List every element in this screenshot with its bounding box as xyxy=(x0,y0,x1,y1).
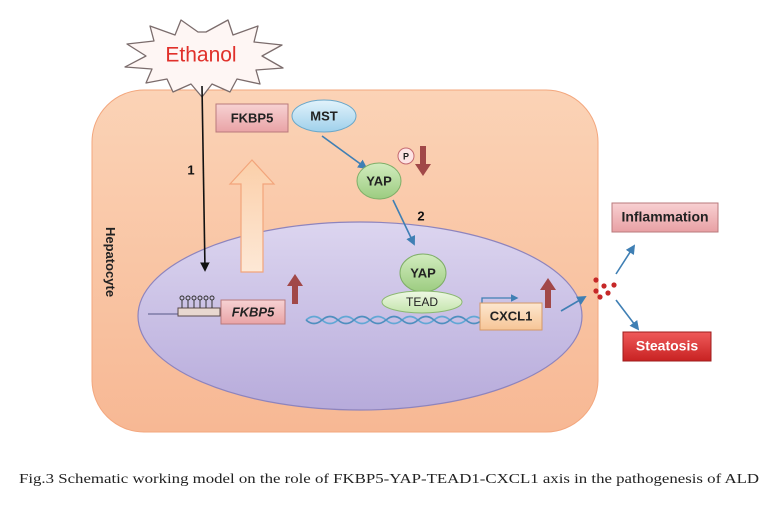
to-steatosis-arrow xyxy=(615,299,640,331)
mst-label: MST xyxy=(310,108,338,123)
yap-cytoplasm-label: YAP xyxy=(366,173,392,188)
fkbp5-gene-box xyxy=(220,299,286,325)
fkbp5-gene-label: FKBP5 xyxy=(232,304,275,319)
chemokine-dots xyxy=(593,277,617,300)
step-2-label: 2 xyxy=(417,208,424,223)
yap-nucleus-label: YAP xyxy=(410,265,436,280)
steatosis-box xyxy=(622,331,712,362)
mst-to-yap-arrow xyxy=(321,135,368,170)
secretion-arrow xyxy=(560,296,587,312)
fkbp5-gene-up-arrow xyxy=(287,274,303,304)
expression-up-arrow xyxy=(228,159,276,273)
mst-node xyxy=(291,99,357,133)
ethanol-to-gene-arrow xyxy=(200,85,210,272)
yap-cytoplasm-node xyxy=(356,162,402,200)
tead-label: TEAD xyxy=(406,295,438,309)
ethanol-starburst xyxy=(124,19,284,98)
fkbp5-protein-box xyxy=(215,103,289,133)
to-inflammation-arrow xyxy=(615,244,636,275)
hepatocyte-label: Hepatocyte xyxy=(103,227,118,297)
ethanol-label: Ethanol xyxy=(165,44,236,67)
steatosis-label: Steatosis xyxy=(636,338,698,354)
yap-translocation-arrow xyxy=(392,199,416,246)
cxcl1-label: CXCL1 xyxy=(490,308,533,323)
figure-caption: Fig.3 Schematic working model on the rol… xyxy=(19,472,759,487)
phospho-badge xyxy=(397,147,415,165)
cxcl1-box xyxy=(479,302,543,331)
inflammation-label: Inflammation xyxy=(621,209,708,225)
inflammation-box xyxy=(611,202,719,233)
gene-promoter-icon xyxy=(148,295,221,317)
phospho-label: P xyxy=(403,151,409,161)
phospho-down-arrow xyxy=(415,146,431,176)
dna-helix xyxy=(305,315,483,325)
fkbp5-protein-label: FKBP5 xyxy=(231,110,274,125)
step-1-label: 1 xyxy=(187,162,194,177)
cxcl1-up-arrow xyxy=(540,278,556,308)
tead-node xyxy=(381,290,463,314)
